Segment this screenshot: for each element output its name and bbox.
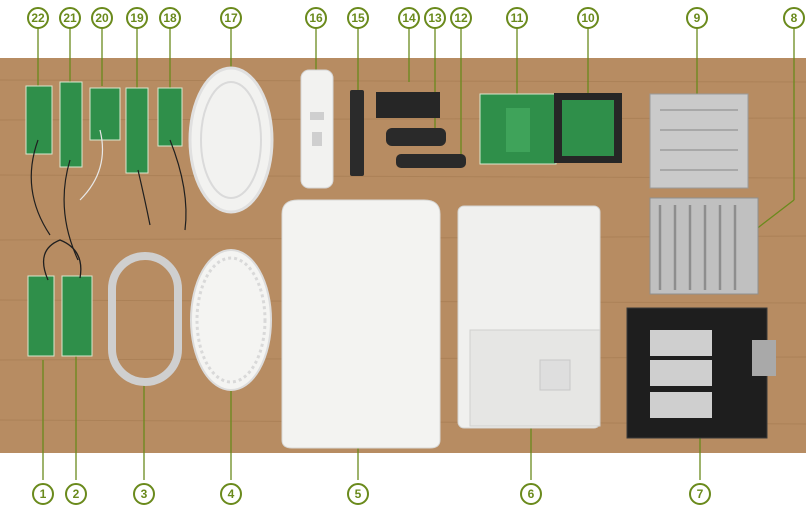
label-10: 10: [577, 7, 599, 29]
light-guide-part: [376, 92, 440, 118]
label-4: 4: [220, 483, 242, 505]
heatsink-9: [650, 94, 748, 188]
label-13: 13: [424, 7, 446, 29]
label-22: 22: [27, 7, 49, 29]
label-8: 8: [783, 7, 805, 29]
label-12: 12: [450, 7, 472, 29]
label-21: 21: [59, 7, 81, 29]
lens-part: [386, 128, 446, 146]
label-16: 16: [305, 7, 327, 29]
label-5: 5: [347, 483, 369, 505]
label-20: 20: [91, 7, 113, 29]
label-19: 19: [126, 7, 148, 29]
label-6: 6: [520, 483, 542, 505]
port-plate: [301, 70, 333, 188]
button-strip: [350, 90, 364, 176]
label-11: 11: [506, 7, 528, 29]
label-7: 7: [689, 483, 711, 505]
label-15: 15: [347, 7, 369, 29]
main-shell: [282, 200, 440, 448]
bottom-cover: [191, 250, 271, 390]
label-2: 2: [65, 483, 87, 505]
label-14: 14: [398, 7, 420, 29]
top-cap: [190, 68, 272, 212]
label-3: 3: [133, 483, 155, 505]
label-18: 18: [159, 7, 181, 29]
label-9: 9: [686, 7, 708, 29]
label-17: 17: [220, 7, 242, 29]
indicator-part: [396, 154, 466, 168]
label-1: 1: [32, 483, 54, 505]
